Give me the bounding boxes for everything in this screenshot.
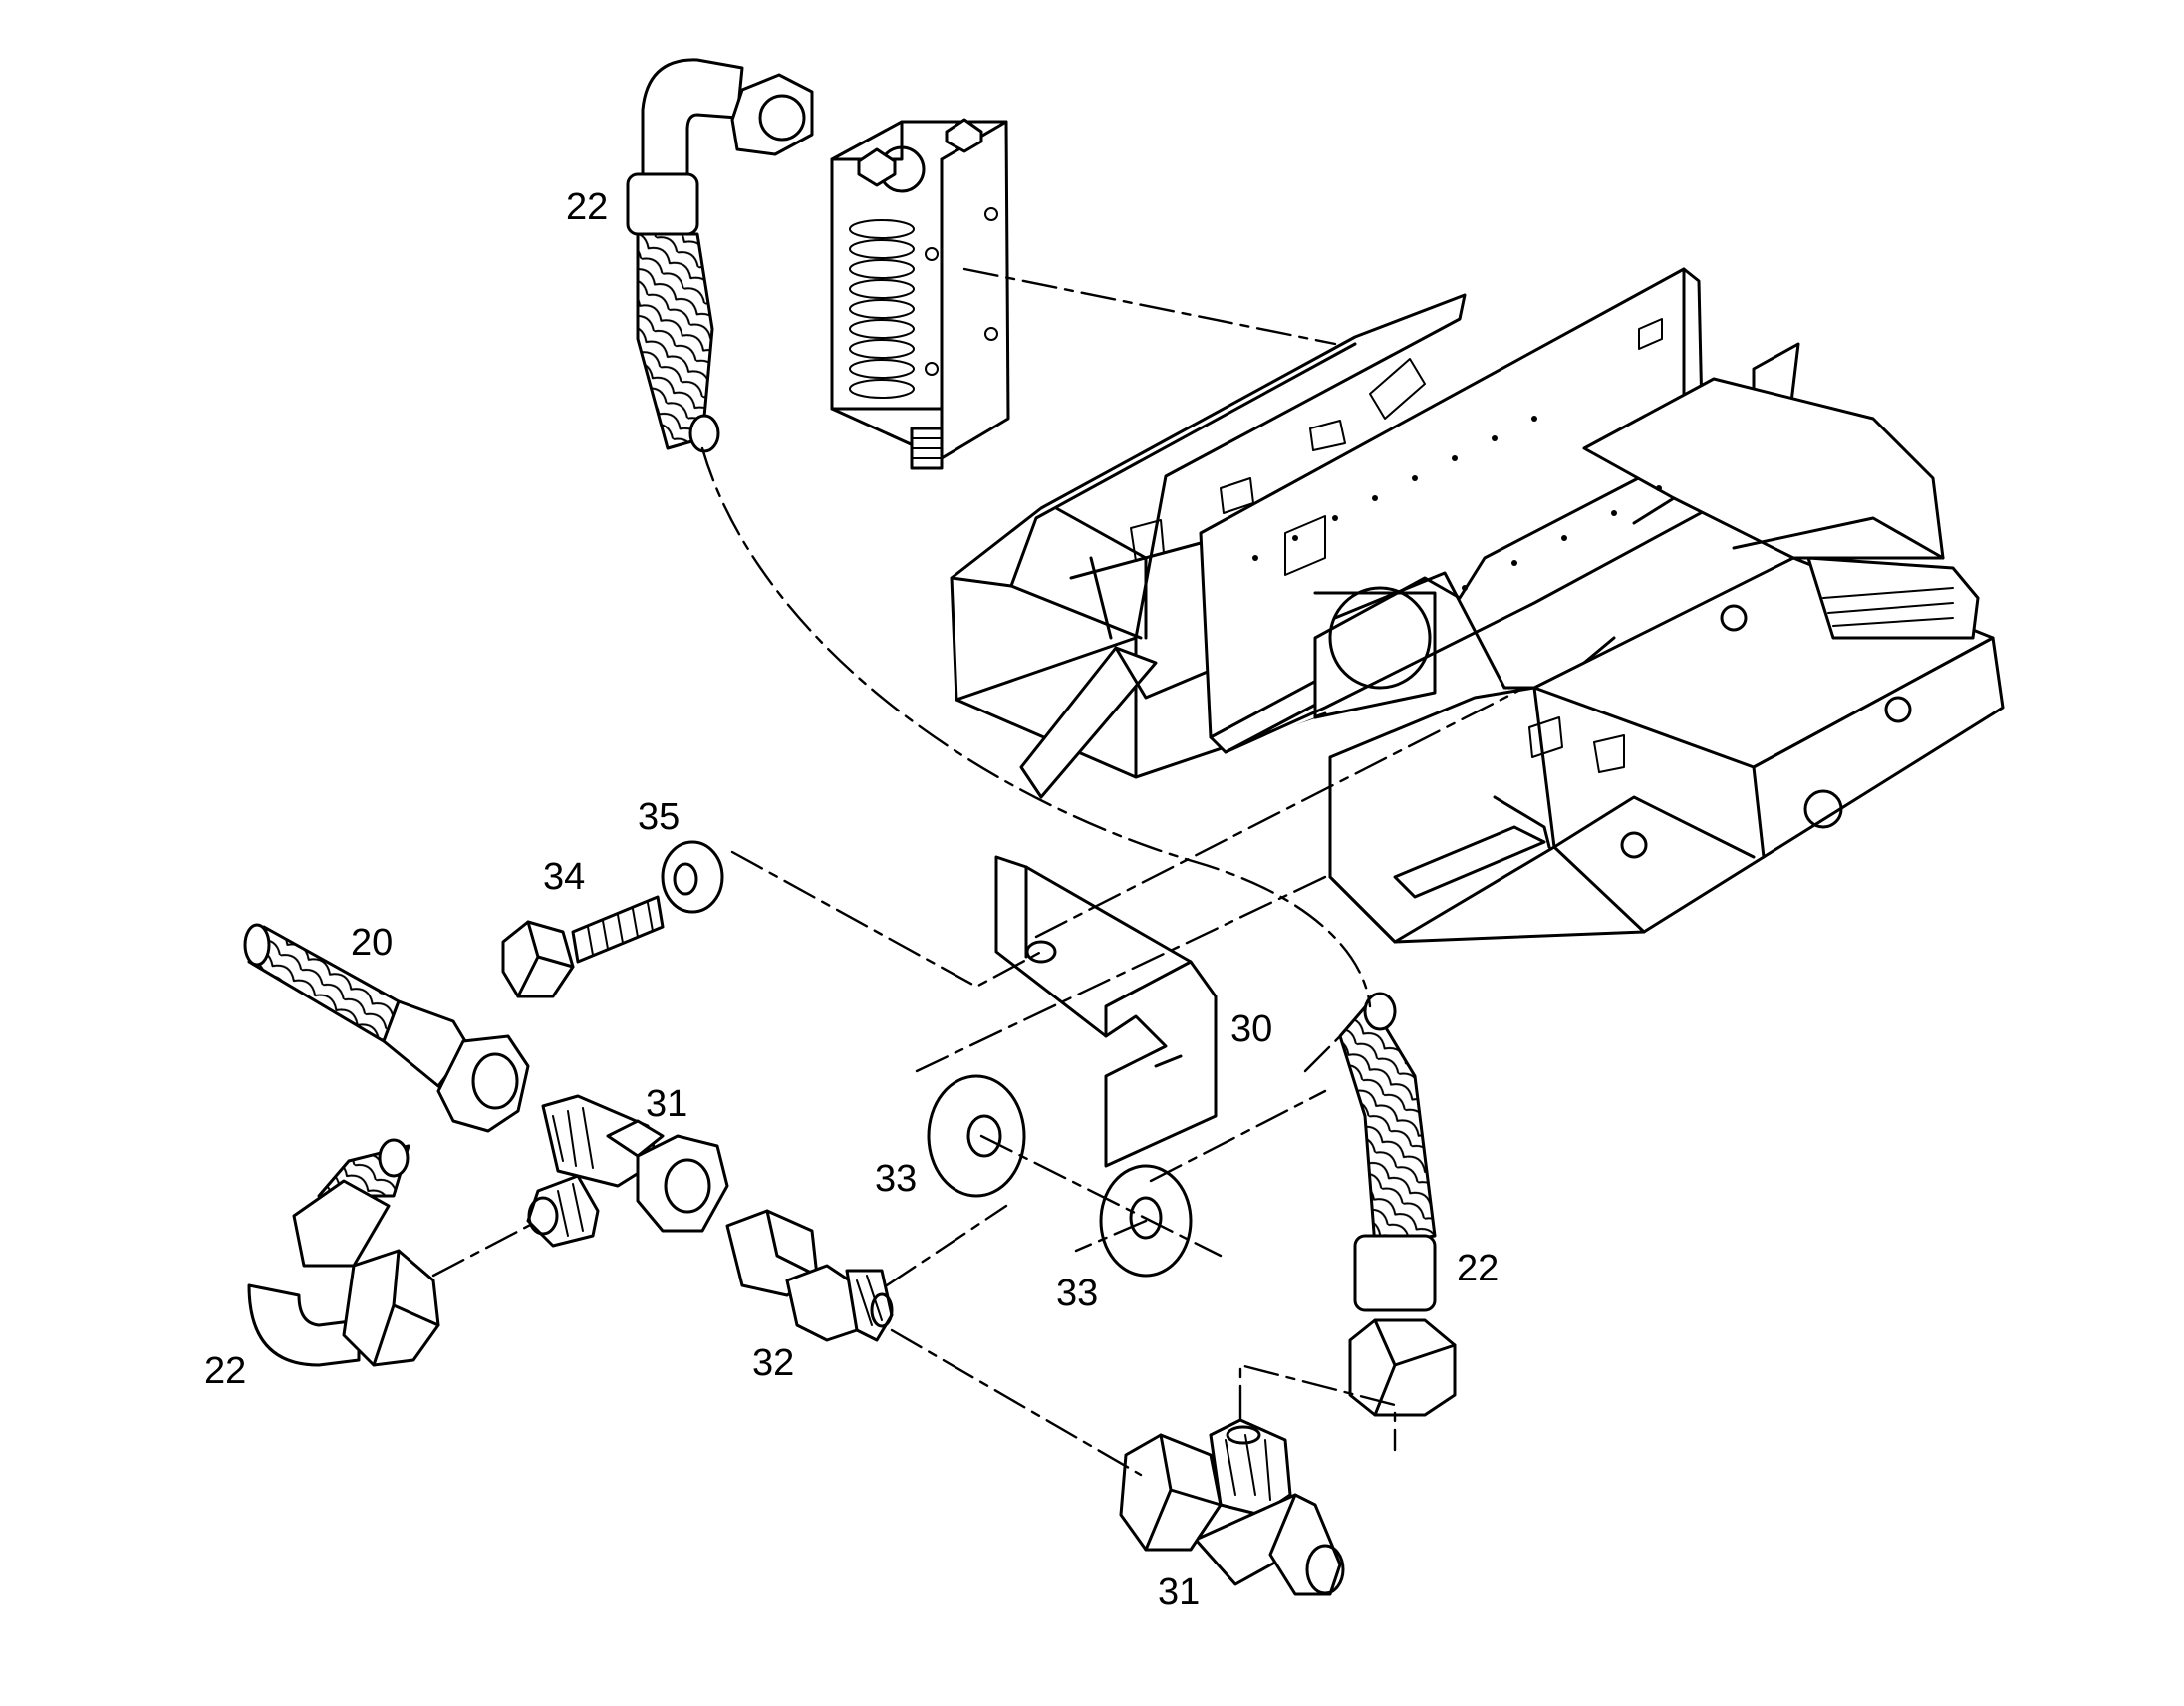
callout-30: 30: [1230, 1008, 1272, 1050]
washer-35: [661, 840, 724, 914]
callout-31-upper: 31: [646, 1083, 687, 1125]
assembly-lines: [431, 267, 1526, 1477]
valve-block-assembly: [830, 118, 1010, 470]
callout-22-lower-left: 22: [204, 1350, 246, 1392]
machine-chassis: [950, 267, 2005, 944]
callout-33-upper: 33: [875, 1158, 917, 1200]
callout-31-lower: 31: [1158, 1571, 1200, 1613]
tee-fitting-31: [526, 1094, 729, 1248]
elbow-fitting-31: [1119, 1418, 1345, 1596]
hose-22-right: [1338, 992, 1457, 1417]
callout-22-right: 22: [1457, 1248, 1499, 1289]
hose-22-lower-left: [247, 1138, 440, 1367]
hose-22-top: [626, 58, 814, 453]
bolt-34: [501, 895, 665, 998]
adapter-32: [725, 1209, 894, 1342]
callout-22-top: 22: [566, 186, 608, 228]
callout-labels: 22 35 34 20 31 30 33 33 22 22 32 31: [204, 186, 1499, 1613]
callout-33-lower: 33: [1056, 1273, 1098, 1314]
callout-20: 20: [351, 922, 393, 964]
washer-33-upper: [927, 1074, 1026, 1198]
bracket-30: [994, 855, 1218, 1168]
hose-20: [243, 923, 530, 1133]
callout-32: 32: [752, 1342, 794, 1384]
callout-34: 34: [543, 856, 585, 898]
callout-35: 35: [638, 796, 680, 838]
